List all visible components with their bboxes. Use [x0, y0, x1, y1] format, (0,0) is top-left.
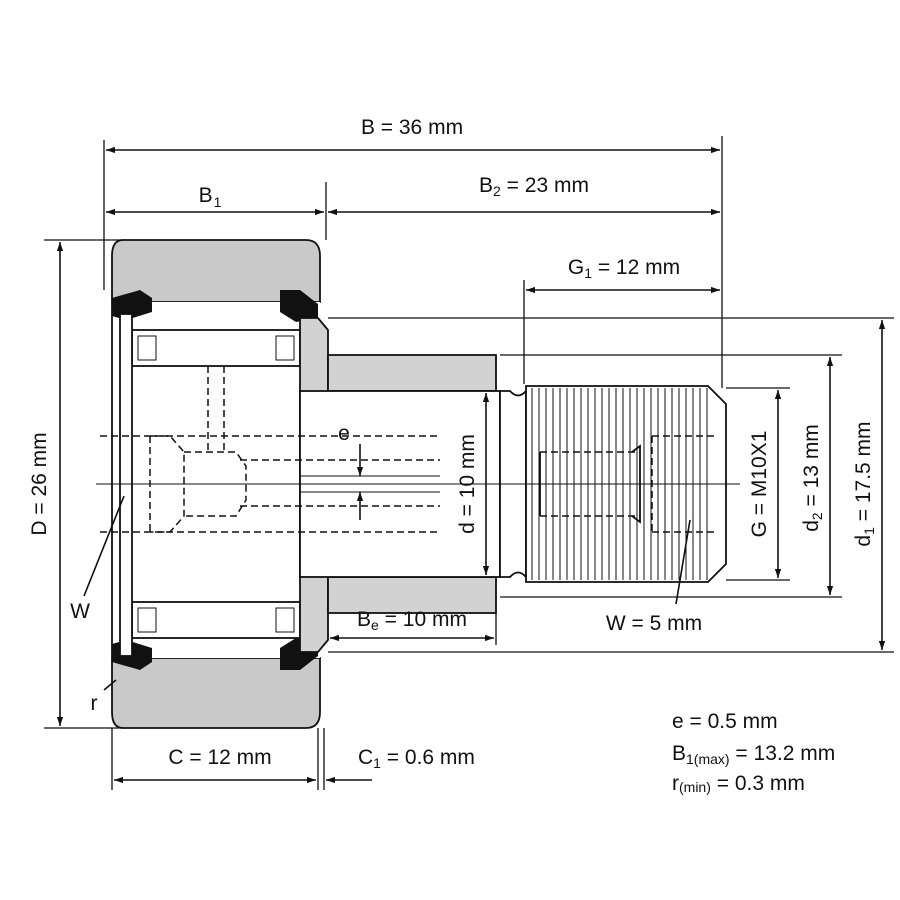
labels: B = 36 mm B1 B2 = 23 mm G1 = 12 mm D = 2… [28, 116, 877, 771]
label-d: d = 10 mm [456, 434, 479, 534]
label-G1: G1 = 12 mm [568, 256, 680, 281]
outer-ring-bottom [111, 657, 321, 729]
label-B1: B1 [199, 184, 222, 210]
label-D: D = 26 mm [28, 432, 51, 535]
needle-row-bottom [131, 601, 301, 639]
label-B2: B2 = 23 mm [479, 174, 589, 199]
label-W-right: W = 5 mm [606, 612, 702, 635]
needle-row-top [131, 329, 301, 367]
seal-top-left [112, 290, 152, 320]
leader-W-right [675, 519, 691, 605]
leader-r [103, 679, 117, 691]
label-G: G = M10X1 [748, 431, 771, 538]
dimension-lines [56, 146, 886, 784]
label-B: B = 36 mm [361, 116, 463, 139]
note-rmin: r(min) = 0.3 mm [672, 772, 805, 795]
extension-lines [44, 136, 894, 790]
needle-rows [131, 329, 301, 639]
leader-W-left [83, 495, 125, 597]
stud-shoulder-top [327, 354, 497, 392]
label-e: e [338, 422, 350, 445]
label-Be: Be = 10 mm [357, 608, 467, 633]
head-side-plate [119, 313, 133, 657]
label-d1: d1 = 17.5 mm [852, 421, 877, 546]
stud-shoulder-bottom [327, 576, 497, 614]
label-d2: d2 = 13 mm [800, 424, 825, 532]
notes: e = 0.5 mm B1(max) = 13.2 mm r(min) = 0.… [672, 710, 835, 795]
label-r: r [91, 692, 98, 715]
label-W-left: W [70, 600, 90, 623]
hidden-lines [96, 366, 740, 533]
note-e: e = 0.5 mm [672, 710, 778, 733]
label-C1: C1 = 0.6 mm [358, 746, 475, 771]
note-b1max: B1(max) = 13.2 mm [672, 742, 835, 767]
label-C: C = 12 mm [168, 746, 271, 769]
seal-top-right [280, 290, 318, 322]
